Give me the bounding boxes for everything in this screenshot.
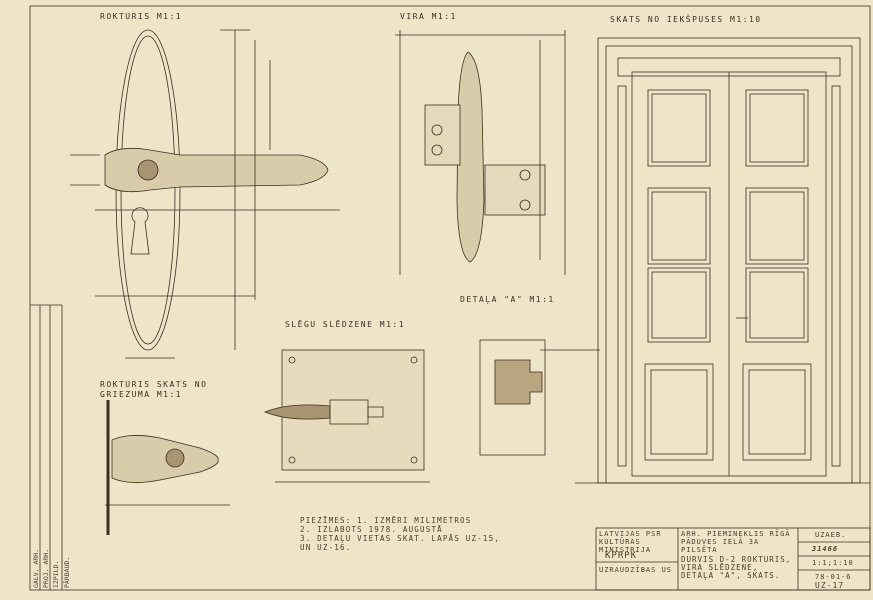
lock-view <box>263 349 430 483</box>
title-group: UZRAUDZĪBAS US <box>599 566 673 574</box>
sheet-frame <box>29 5 871 591</box>
title-org: LATVIJAS PSR KULTŪRAS MINISTRIJA <box>599 530 662 554</box>
detail-a-view <box>479 339 600 456</box>
note-line: 3. DETAĻU VIETAS SKAT. LAPĀS UZ-15, <box>300 534 501 543</box>
title-institute: KPRPK <box>605 551 638 561</box>
title-scale: 1:1;1:10 <box>812 559 854 567</box>
lock-view-title: SLĒGU SLĒDZENE M1:1 <box>285 320 406 329</box>
side-strip-label: PĀRBAUD. <box>63 556 71 588</box>
side-strip-label: GALV. ARH. <box>32 548 40 588</box>
title-date: 78-01-6 <box>815 573 852 581</box>
note-line: 2. IZLABOTS 1978. AUGUSTĀ <box>300 525 443 534</box>
title-block-lines <box>595 527 871 591</box>
handle-front-view <box>70 29 340 359</box>
title-label: UZAEB. <box>815 531 847 539</box>
handle-section-view <box>105 400 230 535</box>
note-line: UN UZ-16. <box>300 543 352 552</box>
note-line: PIEZĪMES: 1. IZMĒRI MILIMETROS <box>300 516 472 525</box>
hinge-view-title: VIRA M1:1 <box>400 12 457 21</box>
title-project: ARH. PIEMINEKLIS RĪGĀ PĀDUVES IELĀ 3A PI… <box>681 530 791 554</box>
title-sheet-title: DURVIS D-2 ROKTURIS, VIRA SLĒDZENE, DETA… <box>681 555 792 580</box>
handle-section-title: ROKTURIS SKATS NO GRIEZUMA M1:1 <box>100 380 208 399</box>
hinge-view <box>395 30 566 275</box>
notes: PIEZĪMES: 1. IZMĒRI MILIMETROS 2. IZLABO… <box>300 516 500 552</box>
side-strip-label: PROJ. ARH. <box>42 548 50 588</box>
door-view-title: SKATS NO IEKŠPUSES M1:10 <box>610 15 762 24</box>
handle-view-title: ROKTURIS M1:1 <box>100 12 183 21</box>
detail-view-title: DETAĻA "A" M1:1 <box>460 295 555 304</box>
title-sheet-number: UZ-17 <box>815 581 845 590</box>
side-strip-label: IZPILD. <box>52 560 60 588</box>
title-number: 31466 <box>812 545 839 553</box>
door-elevation <box>575 37 870 484</box>
